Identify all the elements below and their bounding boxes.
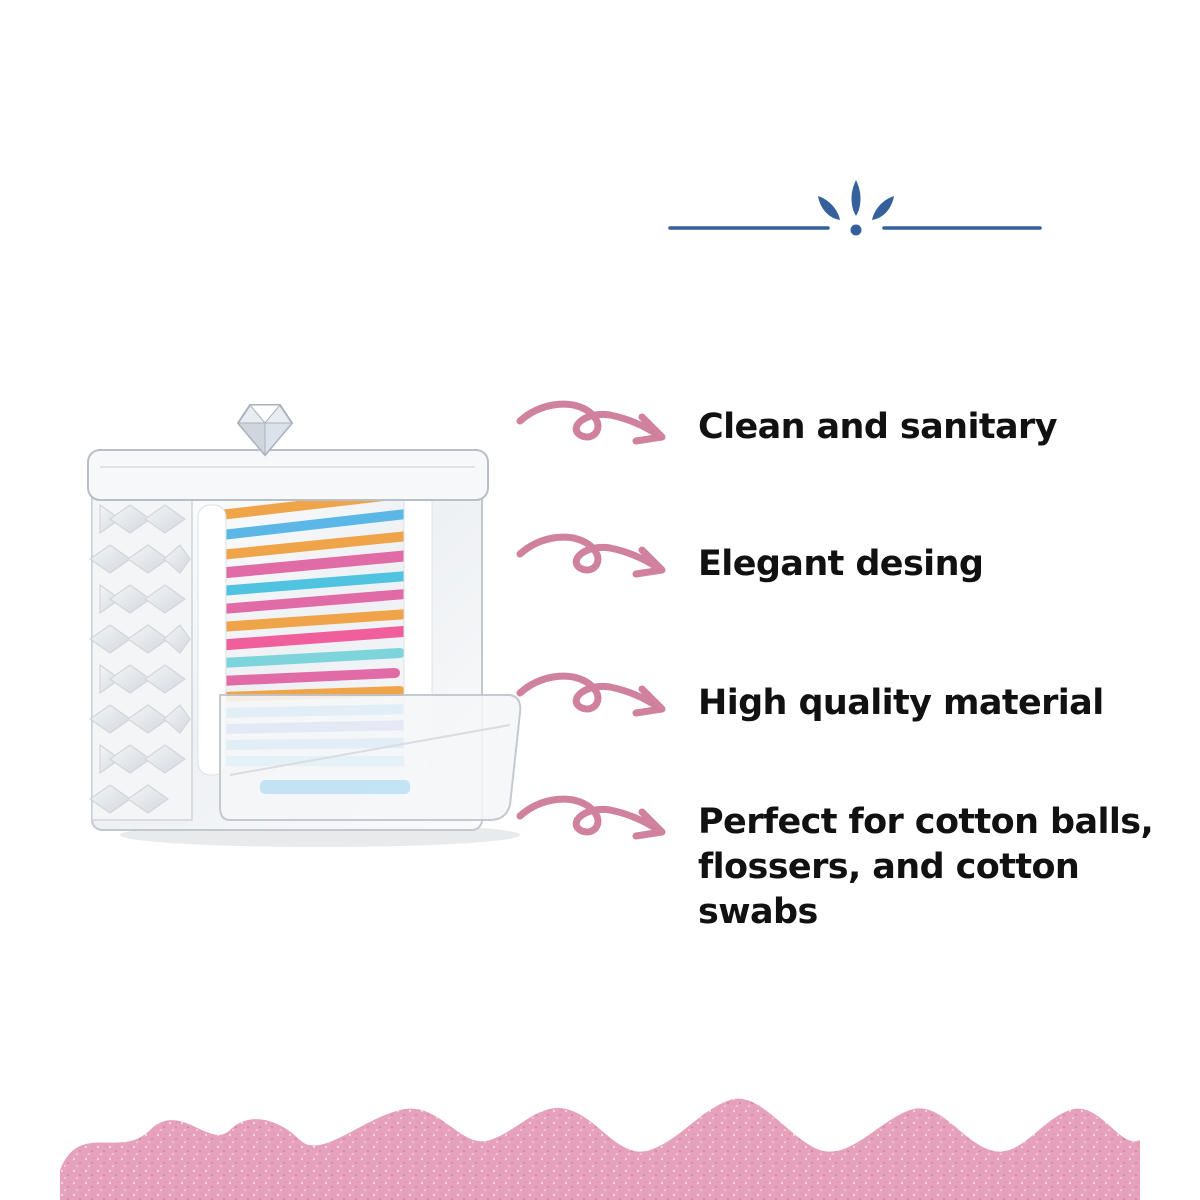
feature-label: High quality material <box>698 683 1104 723</box>
curly-arrow-icon <box>516 672 666 717</box>
swab-holder-image <box>87 404 522 847</box>
feature-label: Elegant desing <box>698 544 984 584</box>
curly-arrow-icon <box>516 795 666 840</box>
curly-arrow-icon <box>516 533 666 578</box>
feature-label: Clean and sanitary <box>698 407 1058 447</box>
glitter-wave-band <box>60 1098 1140 1200</box>
flourish-divider-icon <box>668 180 1042 236</box>
feature-label: Perfect for cotton balls, flossers, and … <box>698 802 1154 932</box>
curly-arrow-icon <box>516 400 666 445</box>
